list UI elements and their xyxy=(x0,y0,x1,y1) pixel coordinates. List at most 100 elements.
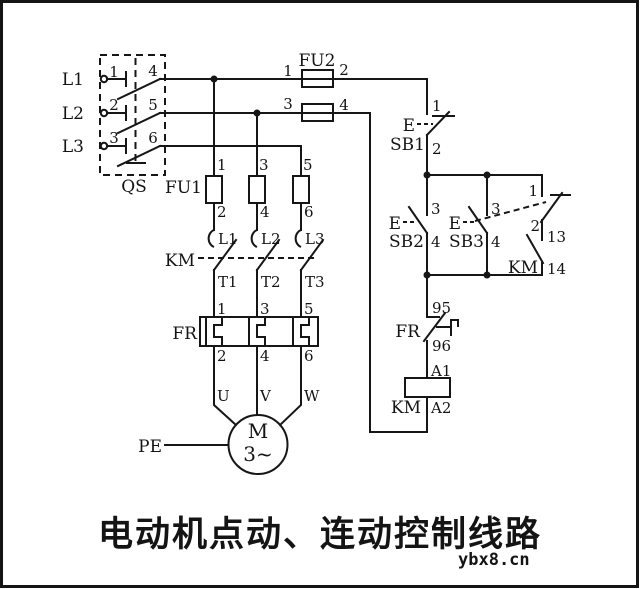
fu1-terminal-3: 3 xyxy=(259,156,269,174)
km-aux-label: KM xyxy=(508,258,538,278)
supply-terminals: L1 L2 L3 xyxy=(62,70,109,157)
fr-heater-element-2 xyxy=(248,316,266,347)
km-main-t2: T2 xyxy=(261,273,281,291)
km-main-l3: L3 xyxy=(305,230,325,248)
motor-m-label: M xyxy=(248,419,268,443)
fr-contact-release-symbol xyxy=(436,319,459,336)
fr-heater-terminal-6: 6 xyxy=(304,347,314,365)
qs-label: QS xyxy=(121,177,147,197)
sb3-terminal-3: 3 xyxy=(491,200,501,218)
junction-dot xyxy=(483,271,491,279)
qs-terminal-4: 4 xyxy=(148,62,158,80)
qs-disconnect-switch: 1 2 3 4 5 6 QS xyxy=(99,54,166,197)
sb3-run-button: 3 E SB3 4 xyxy=(449,174,501,276)
km-coil-terminal-a1: A1 xyxy=(430,362,451,380)
sb3-nc-terminal-1: 1 xyxy=(528,182,538,200)
motor-terminal-u: U xyxy=(217,387,230,405)
sb2-jog-button: 3 E SB2 4 xyxy=(389,174,441,276)
supply-l2-label: L2 xyxy=(62,104,84,124)
motor-terminal-v: V xyxy=(259,387,272,405)
fu1-fuses: FU1 1 3 5 2 4 6 xyxy=(165,78,314,231)
fr-contact-terminal-96: 96 xyxy=(432,337,451,355)
fu2-terminal-2: 2 xyxy=(339,61,349,79)
diagram-title: 电动机点动、连动控制线路 xyxy=(98,514,542,555)
sb3-nc-and-km-aux-branch: 1 2 13 KM 14 xyxy=(474,174,571,278)
sb2-label: SB2 xyxy=(389,232,424,252)
fu2-label: FU2 xyxy=(299,51,336,71)
fu2-terminal-4: 4 xyxy=(339,96,349,114)
km-main-label: KM xyxy=(165,251,195,271)
motor-lead-wires xyxy=(213,345,302,427)
qs-terminal-2: 2 xyxy=(109,96,119,114)
motor: U V W M 3~ PE xyxy=(138,345,320,475)
qs-terminal-3: 3 xyxy=(109,129,119,147)
qs-terminal-6: 6 xyxy=(148,129,158,147)
power-circuit: L1 L2 L3 1 2 3 4 5 6 QS xyxy=(62,51,428,475)
km-main-t1: T1 xyxy=(218,273,238,291)
watermark: ybx8.cn xyxy=(458,550,530,570)
fr-contact-terminal-95: 95 xyxy=(432,299,451,317)
fr-heater-terminal-2: 2 xyxy=(217,347,227,365)
km-coil-terminal-a2: A2 xyxy=(430,399,451,417)
fu1-terminal-1: 1 xyxy=(217,156,227,174)
fr-heater-terminal-1: 1 xyxy=(217,300,227,318)
km-main-t3: T3 xyxy=(305,273,325,291)
pe-label: PE xyxy=(138,437,162,457)
control-circuit: 1 E SB1 2 3 E SB2 4 3 E SB3 4 xyxy=(210,75,571,433)
sb1-terminal-2: 2 xyxy=(432,140,442,158)
km-coil-label: KM xyxy=(391,398,421,418)
fu2-terminal-3: 3 xyxy=(283,95,293,113)
km-main-contacts: KM L1 L2 L3 T1 T2 T3 xyxy=(165,229,325,318)
sb3-nc-mechanical-link xyxy=(474,201,547,222)
supply-l1-label: L1 xyxy=(62,70,84,90)
sb3-label: SB3 xyxy=(449,232,484,252)
fu2-fuse-2-body xyxy=(301,103,334,122)
sb1-label: SB1 xyxy=(390,135,425,155)
motor-terminal-w: W xyxy=(304,387,320,405)
fr-contact-wires xyxy=(422,274,447,379)
sb2-terminal-3: 3 xyxy=(431,200,441,218)
fr-contact-label: FR xyxy=(395,322,421,342)
fu1-label: FU1 xyxy=(165,178,202,198)
fr-heater-element-3 xyxy=(292,316,310,347)
fu1-fuse-3-body xyxy=(292,175,310,204)
fr-heater-terminal-5: 5 xyxy=(304,300,314,318)
fr-heater-element-1 xyxy=(205,316,223,347)
fu1-fuse-2-body xyxy=(248,175,266,204)
fu2-fuse-1-body xyxy=(301,69,334,88)
sb1-e-symbol: E xyxy=(403,116,415,136)
km-aux-terminal-13: 13 xyxy=(547,228,566,246)
km-main-contact-arcs xyxy=(207,229,302,248)
fr-heater-label: FR xyxy=(172,324,198,344)
fr-heater-terminal-3: 3 xyxy=(260,300,270,318)
sb2-e-symbol: E xyxy=(389,214,401,234)
sb1-terminal-1: 1 xyxy=(432,97,442,115)
qs-input-stubs xyxy=(106,78,127,147)
km-main-l2: L2 xyxy=(261,230,281,248)
junction-dot xyxy=(423,171,431,179)
fu2-fuses: FU2 1 2 3 4 xyxy=(283,51,349,122)
fu1-terminal-6: 6 xyxy=(304,203,314,221)
fu1-terminal-4: 4 xyxy=(260,203,270,221)
sb2-contact xyxy=(407,174,429,276)
fr-heater-terminal-4: 4 xyxy=(260,347,270,365)
sb3-nc-terminal-2: 2 xyxy=(530,217,540,235)
km-main-l1: L1 xyxy=(218,230,238,248)
sb2-terminal-4: 4 xyxy=(431,233,441,251)
fr-heater-box xyxy=(199,316,319,347)
sb1-stop-button: 1 E SB1 2 xyxy=(390,78,455,176)
sb3-e-symbol: E xyxy=(449,214,461,234)
qs-terminal-1: 1 xyxy=(109,63,119,81)
fu2-terminal-1: 1 xyxy=(283,62,293,80)
phase-bus-wires xyxy=(159,78,428,433)
qs-enclosure-dashed-box xyxy=(99,54,166,176)
fu1-fuse-1-body xyxy=(205,175,223,204)
supply-l3-label: L3 xyxy=(62,137,84,157)
fr-thermal-heaters: 1 3 5 FR 2 4 6 xyxy=(172,300,319,365)
qs-blades xyxy=(116,77,162,168)
sb3-nc-contact xyxy=(539,174,571,241)
junction-dot xyxy=(253,109,261,117)
